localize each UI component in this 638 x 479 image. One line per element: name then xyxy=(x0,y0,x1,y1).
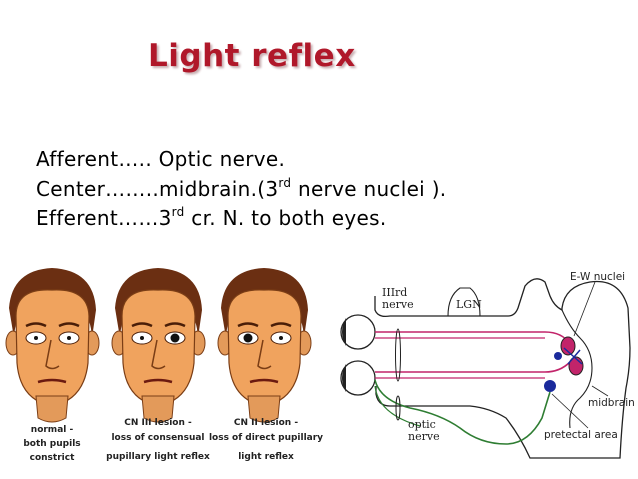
label-optic-nerve: nerve xyxy=(408,430,440,443)
caption-cn3-2: loss of consensual xyxy=(111,433,204,443)
eye-lower xyxy=(340,360,376,396)
label-ew-nuclei: E-W nuclei xyxy=(570,271,625,283)
pretectal-nucleus xyxy=(544,380,556,392)
caption-normal-3: constrict xyxy=(30,453,75,463)
caption-cn3-3: pupillary light reflex xyxy=(106,452,210,462)
pupil-right xyxy=(67,336,71,340)
brain-outline xyxy=(374,278,631,459)
afferent-line: Afferent….. Optic nerve. xyxy=(36,147,286,171)
caption-cn2-2: loss of direct pupillary xyxy=(209,433,323,443)
caption-normal-2: both pupils xyxy=(23,439,80,449)
lgn-shape xyxy=(447,287,481,317)
optic-pathway xyxy=(374,379,551,445)
label-lgn: LGN xyxy=(456,298,482,311)
caption-normal-1: normal - xyxy=(31,425,74,435)
pupil-faces-illustration: normal - both pupils constrict CN III le… xyxy=(4,268,323,463)
eye-upper xyxy=(340,314,376,350)
light-reflex-pathway-diagram: IIIrd nerve LGN E-W nuclei midbrain opti… xyxy=(330,268,638,479)
label-pretectal-area: pretectal area xyxy=(544,429,618,441)
face-normal xyxy=(4,268,101,424)
label-iiird: IIIrd xyxy=(382,286,407,299)
efferent-line: Efferent……3rd cr. N. to both eyes. xyxy=(36,205,387,230)
iii-nerve-lower xyxy=(375,361,571,373)
caption-cn2-1: CN II lesion - xyxy=(234,418,298,428)
label-midbrain: midbrain xyxy=(588,397,635,409)
face-cn2-lesion xyxy=(216,268,313,424)
face-cn3-lesion xyxy=(110,268,207,424)
center-line: Center……..midbrain.(3rd nerve nuclei ). xyxy=(36,176,447,201)
pupil-left xyxy=(34,336,38,340)
caption-cn3-1: CN III lesion - xyxy=(124,418,192,428)
label-iiird-nerve: nerve xyxy=(382,298,414,311)
caption-cn2-3: light reflex xyxy=(238,452,294,462)
ew-nucleus-upper xyxy=(560,336,576,356)
slide-title: Light reflex xyxy=(148,38,356,74)
label-optic: optic xyxy=(408,418,436,431)
